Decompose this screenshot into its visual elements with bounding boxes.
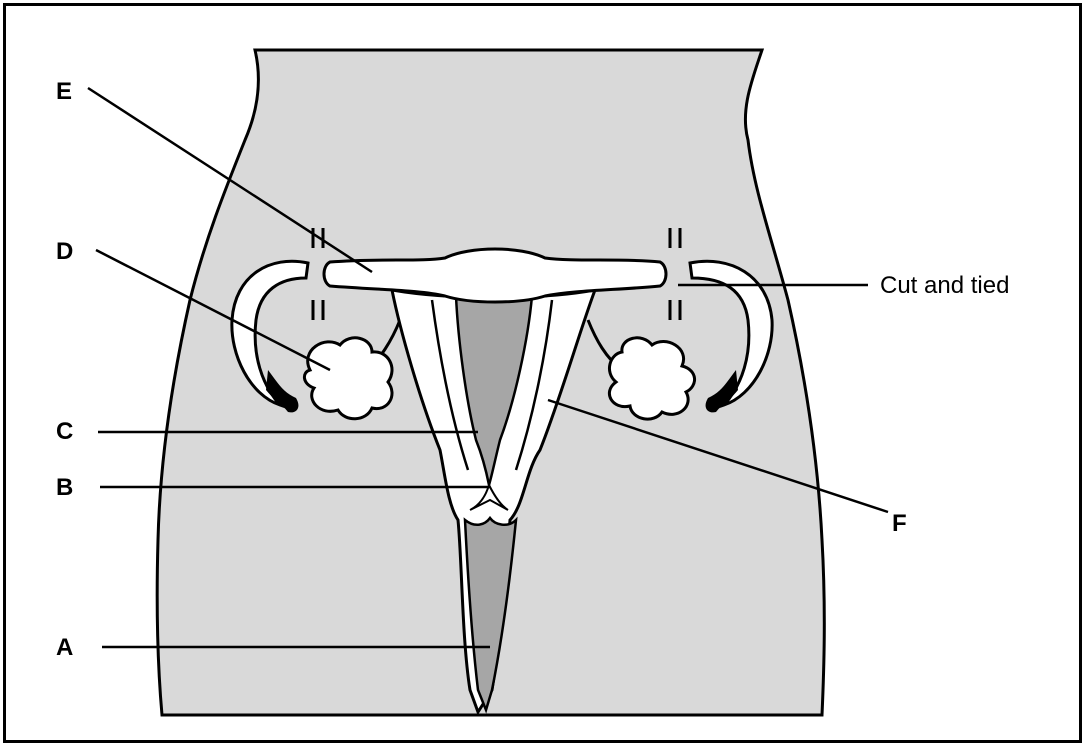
label-e: E <box>56 80 72 104</box>
label-d: D <box>56 240 73 264</box>
label-b: B <box>56 476 73 500</box>
right-ovary <box>609 338 694 419</box>
label-c: C <box>56 420 73 444</box>
label-a: A <box>56 636 73 660</box>
label-cut-and-tied: Cut and tied <box>880 274 1009 298</box>
label-f: F <box>892 512 907 536</box>
